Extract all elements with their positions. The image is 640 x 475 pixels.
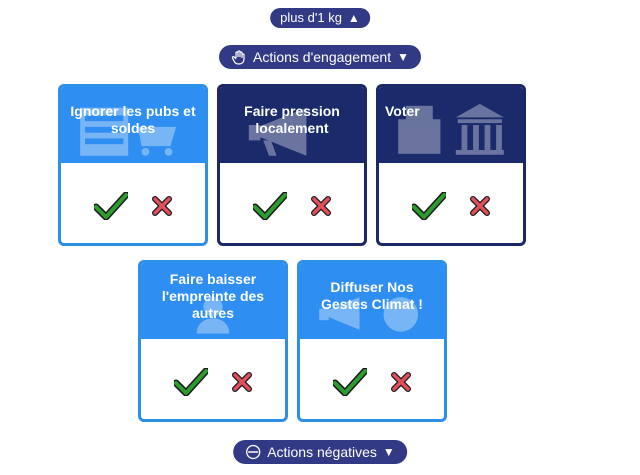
cross-icon[interactable]	[391, 372, 411, 392]
card-header: Faire pression localement	[220, 87, 364, 163]
cross-icon[interactable]	[152, 196, 172, 216]
card-header: Faire baisser l'empreinte des autres	[141, 263, 285, 339]
check-icon[interactable]	[174, 368, 208, 396]
check-icon[interactable]	[333, 368, 367, 396]
more-than-1kg-toggle[interactable]: plus d'1 kg ▲	[270, 8, 370, 28]
raised-hand-icon	[231, 49, 247, 65]
engagement-label: Actions d'engagement	[253, 49, 392, 65]
negative-label: Actions négatives	[267, 444, 377, 460]
card-title: Voter	[385, 103, 420, 119]
megaphone-icon	[248, 107, 307, 156]
shopping-cart-icon	[80, 107, 177, 156]
caret-down-icon: ▼	[382, 445, 395, 459]
more-label: plus d'1 kg	[280, 10, 342, 25]
cross-icon[interactable]	[232, 372, 252, 392]
action-card-local-pressure[interactable]: Faire pression localement	[217, 84, 367, 246]
caret-down-icon: ▼	[397, 50, 409, 64]
minus-circle-icon	[245, 444, 261, 460]
card-header: Diffuser Nos Gestes Climat !	[300, 263, 444, 339]
action-card-ignore-ads[interactable]: Ignorer les pubs et soldes	[58, 84, 208, 246]
caret-up-icon: ▲	[347, 11, 360, 25]
action-card-vote[interactable]: Voter	[376, 84, 526, 246]
check-icon[interactable]	[253, 192, 287, 220]
action-card-reduce-others-footprint[interactable]: Faire baisser l'empreinte des autres	[138, 260, 288, 422]
cross-icon[interactable]	[311, 196, 331, 216]
check-icon[interactable]	[94, 192, 128, 220]
megaphone-globe-icon	[319, 297, 419, 332]
engagement-actions-toggle[interactable]: Actions d'engagement ▼	[219, 45, 421, 69]
card-header: Ignorer les pubs et soldes	[61, 87, 205, 163]
card-title: Diffuser Nos Gestes Climat !	[321, 279, 423, 312]
negative-actions-toggle[interactable]: Actions négatives ▼	[233, 440, 407, 464]
card-header: Voter	[379, 87, 523, 163]
card-title: Ignorer les pubs et soldes	[70, 103, 196, 136]
check-icon[interactable]	[412, 192, 446, 220]
action-card-share-ngc[interactable]: Diffuser Nos Gestes Climat !	[297, 260, 447, 422]
people-icon	[196, 297, 230, 334]
card-title: Faire baisser l'empreinte des autres	[161, 271, 265, 321]
ballot-box-icon	[398, 103, 504, 155]
cross-icon[interactable]	[470, 196, 490, 216]
card-title: Faire pression localement	[244, 103, 340, 136]
